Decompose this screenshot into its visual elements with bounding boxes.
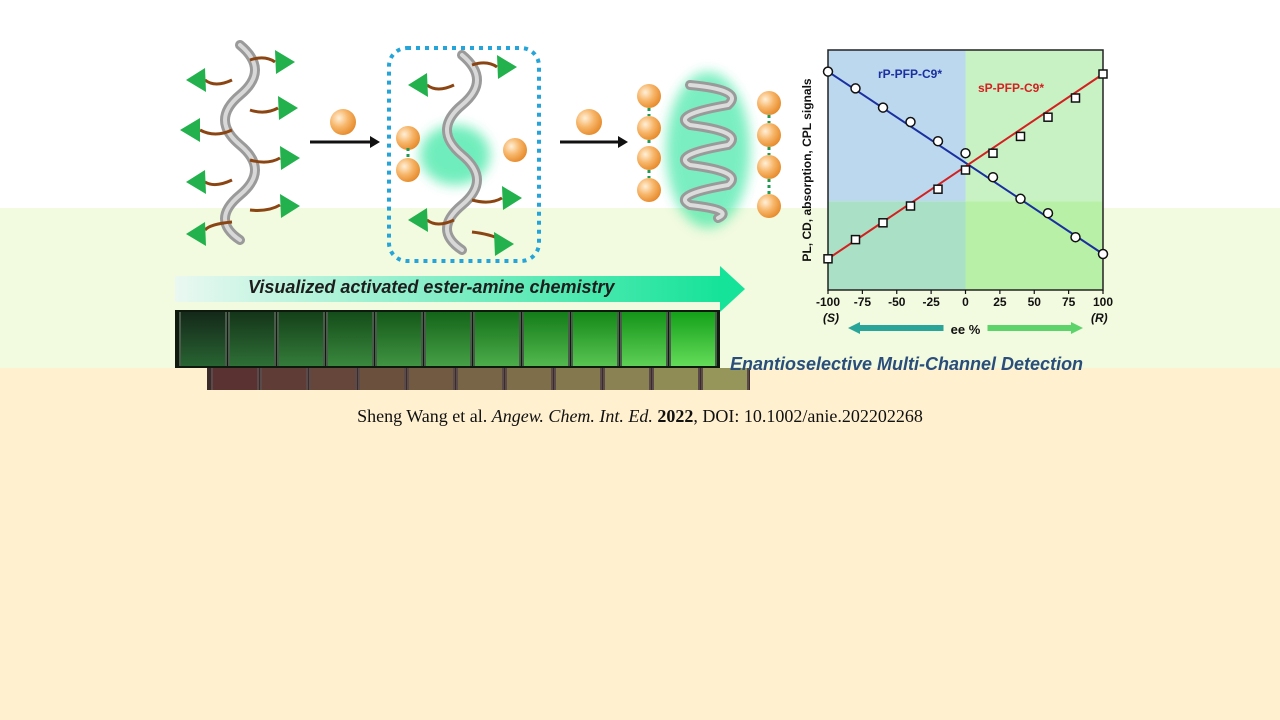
vial-reflection [456, 368, 504, 390]
data-point [905, 116, 916, 128]
helix-structure-1 [180, 40, 300, 246]
vial-reflection [358, 368, 406, 390]
reaction-arrow-2 [560, 109, 628, 148]
vial [473, 312, 521, 366]
banner-label: Visualized activated ester-amine chemist… [248, 277, 615, 297]
ee-signal-chart: -100 -75 -50 -25 0 25 50 75 100 PL, CD, absorpti… [800, 49, 1113, 337]
data-point [933, 184, 943, 194]
vial [375, 312, 423, 366]
detection-label: Enantioselective Multi-Channel Detection [730, 354, 1084, 374]
reaction-scheme [175, 40, 781, 312]
data-point [823, 254, 833, 264]
x-tick-label: 75 [1062, 295, 1076, 309]
background-bottom [0, 368, 1280, 720]
helix-structure-2 [387, 46, 541, 263]
vial [620, 312, 668, 366]
vial-reflection [211, 368, 259, 390]
x-tick-label: 50 [1028, 295, 1042, 309]
citation-journal: Angew. Chem. Int. Ed. [491, 406, 653, 426]
data-point [1043, 112, 1053, 122]
data-point [850, 234, 861, 245]
data-point [905, 201, 916, 211]
vial-reflection [407, 368, 455, 390]
series-line-0 [827, 70, 1104, 255]
vial-reflection [701, 368, 749, 390]
data-point [1015, 193, 1026, 205]
citation: Sheng Wang et al. Angew. Chem. Int. Ed. … [0, 406, 1280, 427]
vial-reflection [554, 368, 602, 390]
ee-direction-arrows [848, 322, 1083, 334]
vial [669, 312, 717, 366]
x-tick-label: 100 [1093, 295, 1113, 309]
vial [228, 312, 276, 366]
vial-reflection [652, 368, 700, 390]
data-point [877, 102, 889, 113]
x-tick-label: 0 [962, 295, 969, 309]
vial-photo-row-lower [207, 368, 750, 390]
data-point [987, 171, 999, 183]
data-point [1070, 231, 1081, 243]
x-tick-label: -50 [888, 295, 906, 309]
region-top-left [828, 50, 966, 202]
x-axis-label: ee % [951, 322, 981, 337]
vial-reflection [505, 368, 553, 390]
x-tick-label: -100 [816, 295, 840, 309]
data-point [822, 66, 834, 77]
data-point [932, 135, 944, 147]
x-tick-label: 25 [993, 295, 1007, 309]
region-bottom-right [965, 201, 1103, 290]
x-tick-label: -75 [854, 295, 872, 309]
banner-arrow [175, 266, 745, 312]
vial-photo-row [175, 310, 720, 368]
region-top-right [965, 50, 1103, 202]
citation-year: 2022 [657, 406, 694, 426]
data-point [1070, 93, 1081, 103]
x-tick-label: -25 [922, 295, 940, 309]
region-bottom-left [828, 201, 966, 290]
data-point [988, 148, 998, 158]
vial [179, 312, 227, 366]
data-point [1098, 69, 1108, 79]
data-point [960, 165, 971, 175]
reaction-arrow-1 [310, 109, 380, 148]
vial [522, 312, 570, 366]
helix-structure-3 [637, 72, 781, 228]
data-point [1015, 131, 1026, 142]
series-label-rp: rP-PFP-C9* [878, 67, 942, 81]
data-point [1097, 248, 1109, 260]
left-enantiomer-label: (S) [823, 311, 839, 325]
data-point [1042, 207, 1054, 219]
citation-doi: , DOI: 10.1002/anie.202202268 [693, 406, 923, 426]
data-point [850, 83, 861, 94]
vial [424, 312, 472, 366]
series-label-sp: sP-PFP-C9* [978, 81, 1044, 95]
vial [571, 312, 619, 366]
vial [326, 312, 374, 366]
vial [277, 312, 325, 366]
data-point [960, 147, 971, 159]
right-enantiomer-label: (R) [1091, 311, 1108, 325]
vial-reflection [603, 368, 651, 390]
vial-reflection [260, 368, 308, 390]
y-axis-label: PL, CD, absorption, CPL signals [800, 78, 814, 261]
citation-authors: Sheng Wang et al. [357, 406, 488, 426]
vial-reflection [309, 368, 357, 390]
data-point [878, 218, 888, 228]
